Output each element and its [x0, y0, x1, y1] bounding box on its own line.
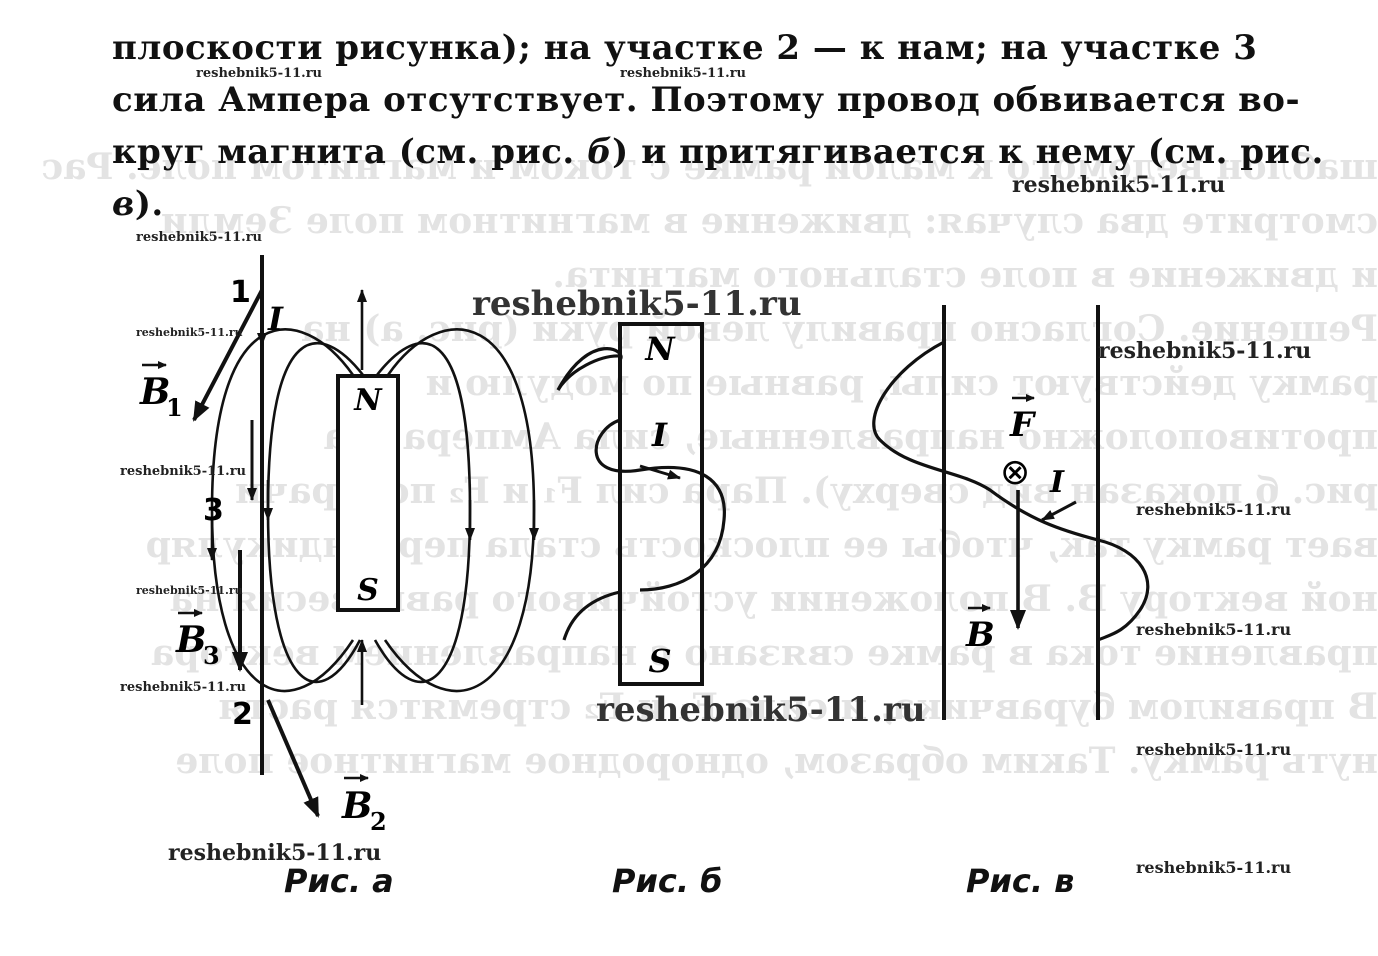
text-line-3: круг магнита (см. рис. б) и притягиваетс…	[112, 126, 1323, 178]
watermark: reshebnik5-11.ru	[620, 66, 747, 81]
figure-a-current-label: I	[267, 300, 284, 338]
watermark: reshebnik5-11.ru	[136, 584, 243, 597]
figure-a-number-2: 2	[232, 697, 253, 732]
figure-c-current-label: I	[1049, 465, 1065, 500]
force-letter: F	[1009, 405, 1037, 445]
figure-b-north-label: N	[644, 330, 676, 368]
figure-a-b1-label: B 1	[139, 361, 183, 422]
figure-b-magnet	[618, 322, 704, 686]
figure-c-current-arrow	[1041, 500, 1077, 522]
watermark: reshebnik5-11.ru	[1136, 858, 1292, 877]
figure-a-magnet	[336, 374, 400, 612]
figure-b-current-label: I	[651, 416, 668, 454]
figure-a-north-label: N	[353, 383, 383, 418]
watermark: reshebnik5-11.ru	[168, 840, 382, 866]
vector-b1	[192, 289, 264, 422]
figure-a-field-arrows	[207, 289, 539, 705]
figure-b-current-arrow	[639, 464, 681, 480]
caption-figure-c: Рис. в	[966, 862, 1075, 900]
watermark: reshebnik5-11.ru	[136, 230, 263, 245]
b1-subscript: 1	[166, 393, 183, 422]
figure-a-b3-label: B 3	[175, 609, 220, 670]
watermark: reshebnik5-11.ru	[196, 66, 323, 81]
vector-b2	[266, 699, 320, 818]
watermark: reshebnik5-11.ru	[120, 680, 247, 695]
text-line-3-ref-b: б	[587, 132, 613, 172]
figure-a-number-1: 1	[230, 275, 251, 310]
field-line-outer-right	[383, 328, 536, 693]
figure-a-b2-label: B 2	[341, 774, 387, 836]
watermark: reshebnik5-11.ru	[596, 690, 926, 730]
b3-subscript: 3	[203, 641, 220, 670]
text-line-4-ref-v: в	[112, 184, 135, 224]
b3-letter: B	[175, 619, 206, 661]
watermark: reshebnik5-11.ru	[1136, 620, 1292, 639]
text-line-1: плоскости рисунка); на участке 2 — к нам…	[112, 22, 1292, 74]
b2-letter: B	[341, 785, 372, 827]
text-line-3-part-2: ) и притягивается к нему (см. рис.	[612, 132, 1324, 172]
figure-a-south-label: S	[357, 573, 379, 608]
figure-b-wire-visible	[556, 347, 726, 641]
caption-figure-b: Рис. б	[612, 862, 723, 900]
b2-subscript: 2	[370, 807, 387, 836]
figure-c-wire	[872, 340, 1150, 642]
field-line-outer-left	[210, 328, 355, 693]
cross-into-page-icon: ⊗	[1000, 452, 1030, 493]
watermark: reshebnik5-11.ru	[136, 326, 243, 339]
b1-letter: B	[139, 371, 170, 413]
figure-a-number-3: 3	[203, 493, 224, 528]
text-line-4-end: ).	[134, 184, 164, 224]
figure-c-force-label: F	[1009, 394, 1037, 445]
caption-figure-a: Рис. а	[284, 862, 394, 900]
text-line-4: в).	[112, 178, 1292, 230]
text-line-2-content: сила Ампера отсутствует. Поэтому провод …	[112, 80, 1301, 120]
watermark: reshebnik5-11.ru	[1136, 740, 1292, 759]
figure-c-field-label: B	[965, 604, 995, 655]
watermark: reshebnik5-11.ru	[1136, 500, 1292, 519]
figure-b-wire-top	[556, 354, 621, 391]
watermark: reshebnik5-11.ru	[472, 284, 802, 324]
bottom-margin	[0, 922, 1378, 956]
watermark: reshebnik5-11.ru	[1098, 338, 1312, 364]
figure-b: N S I	[556, 322, 726, 686]
watermark: reshebnik5-11.ru	[1012, 172, 1226, 198]
text-line-3-part-1: круг магнита (см. рис.	[112, 132, 588, 172]
field-letter: B	[965, 615, 995, 655]
text-line-1-content: плоскости рисунка); на участке 2 — к нам…	[112, 28, 1258, 68]
figure-a: N S 1 3 2 I B 1	[139, 255, 539, 836]
figure-c: F ⊗ I B	[872, 305, 1150, 720]
watermark: reshebnik5-11.ru	[120, 464, 247, 479]
text-line-2: сила Ампера отсутствует. Поэтому провод …	[112, 74, 1300, 126]
figure-b-south-label: S	[648, 642, 671, 680]
body-text: плоскости рисунка); на участке 2 — к нам…	[112, 22, 1323, 230]
